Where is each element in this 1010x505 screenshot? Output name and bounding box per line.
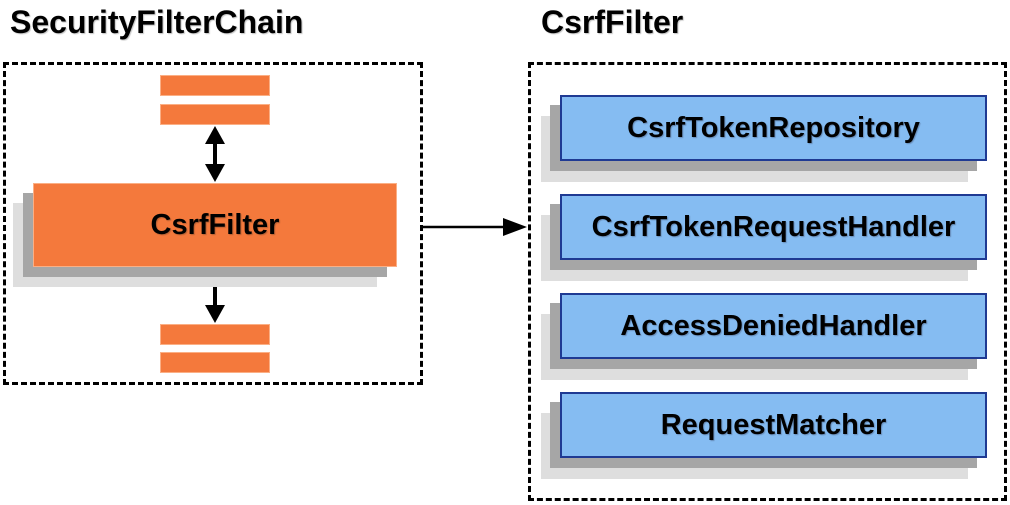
component-box-csrf-token-request-handler: CsrfTokenRequestHandler: [541, 194, 987, 281]
arrow-right-icon: [423, 218, 527, 236]
left-panel-title: SecurityFilterChain: [10, 4, 304, 40]
filter-placeholder-bar: [160, 324, 270, 345]
component-box: CsrfTokenRequestHandler: [560, 194, 987, 260]
component-box-access-denied-handler: AccessDeniedHandler: [541, 293, 987, 380]
component-box: AccessDeniedHandler: [560, 293, 987, 359]
component-box: RequestMatcher: [560, 392, 987, 458]
security-filter-chain-container: [3, 62, 423, 385]
component-box-request-matcher: RequestMatcher: [541, 392, 987, 479]
component-label: RequestMatcher: [660, 408, 887, 441]
component-label: AccessDeniedHandler: [620, 309, 927, 342]
component-label: CsrfTokenRepository: [627, 111, 920, 144]
csrf-filter-stack: CsrfFilter: [13, 183, 397, 287]
component-label: CsrfTokenRequestHandler: [591, 210, 956, 243]
component-box-csrf-token-repository: CsrfTokenRepository: [541, 95, 987, 182]
double-arrow-icon: [205, 126, 225, 182]
csrf-filter-box: CsrfFilter: [33, 183, 397, 267]
filter-placeholder-bar: [160, 75, 270, 96]
csrf-filter-box-label: CsrfFilter: [150, 208, 280, 241]
csrf-filter-container: [528, 62, 1007, 501]
component-box: CsrfTokenRepository: [560, 95, 987, 161]
filter-placeholder-bar: [160, 104, 270, 125]
right-panel-title: CsrfFilter: [541, 4, 684, 40]
filter-placeholder-bar: [160, 352, 270, 373]
